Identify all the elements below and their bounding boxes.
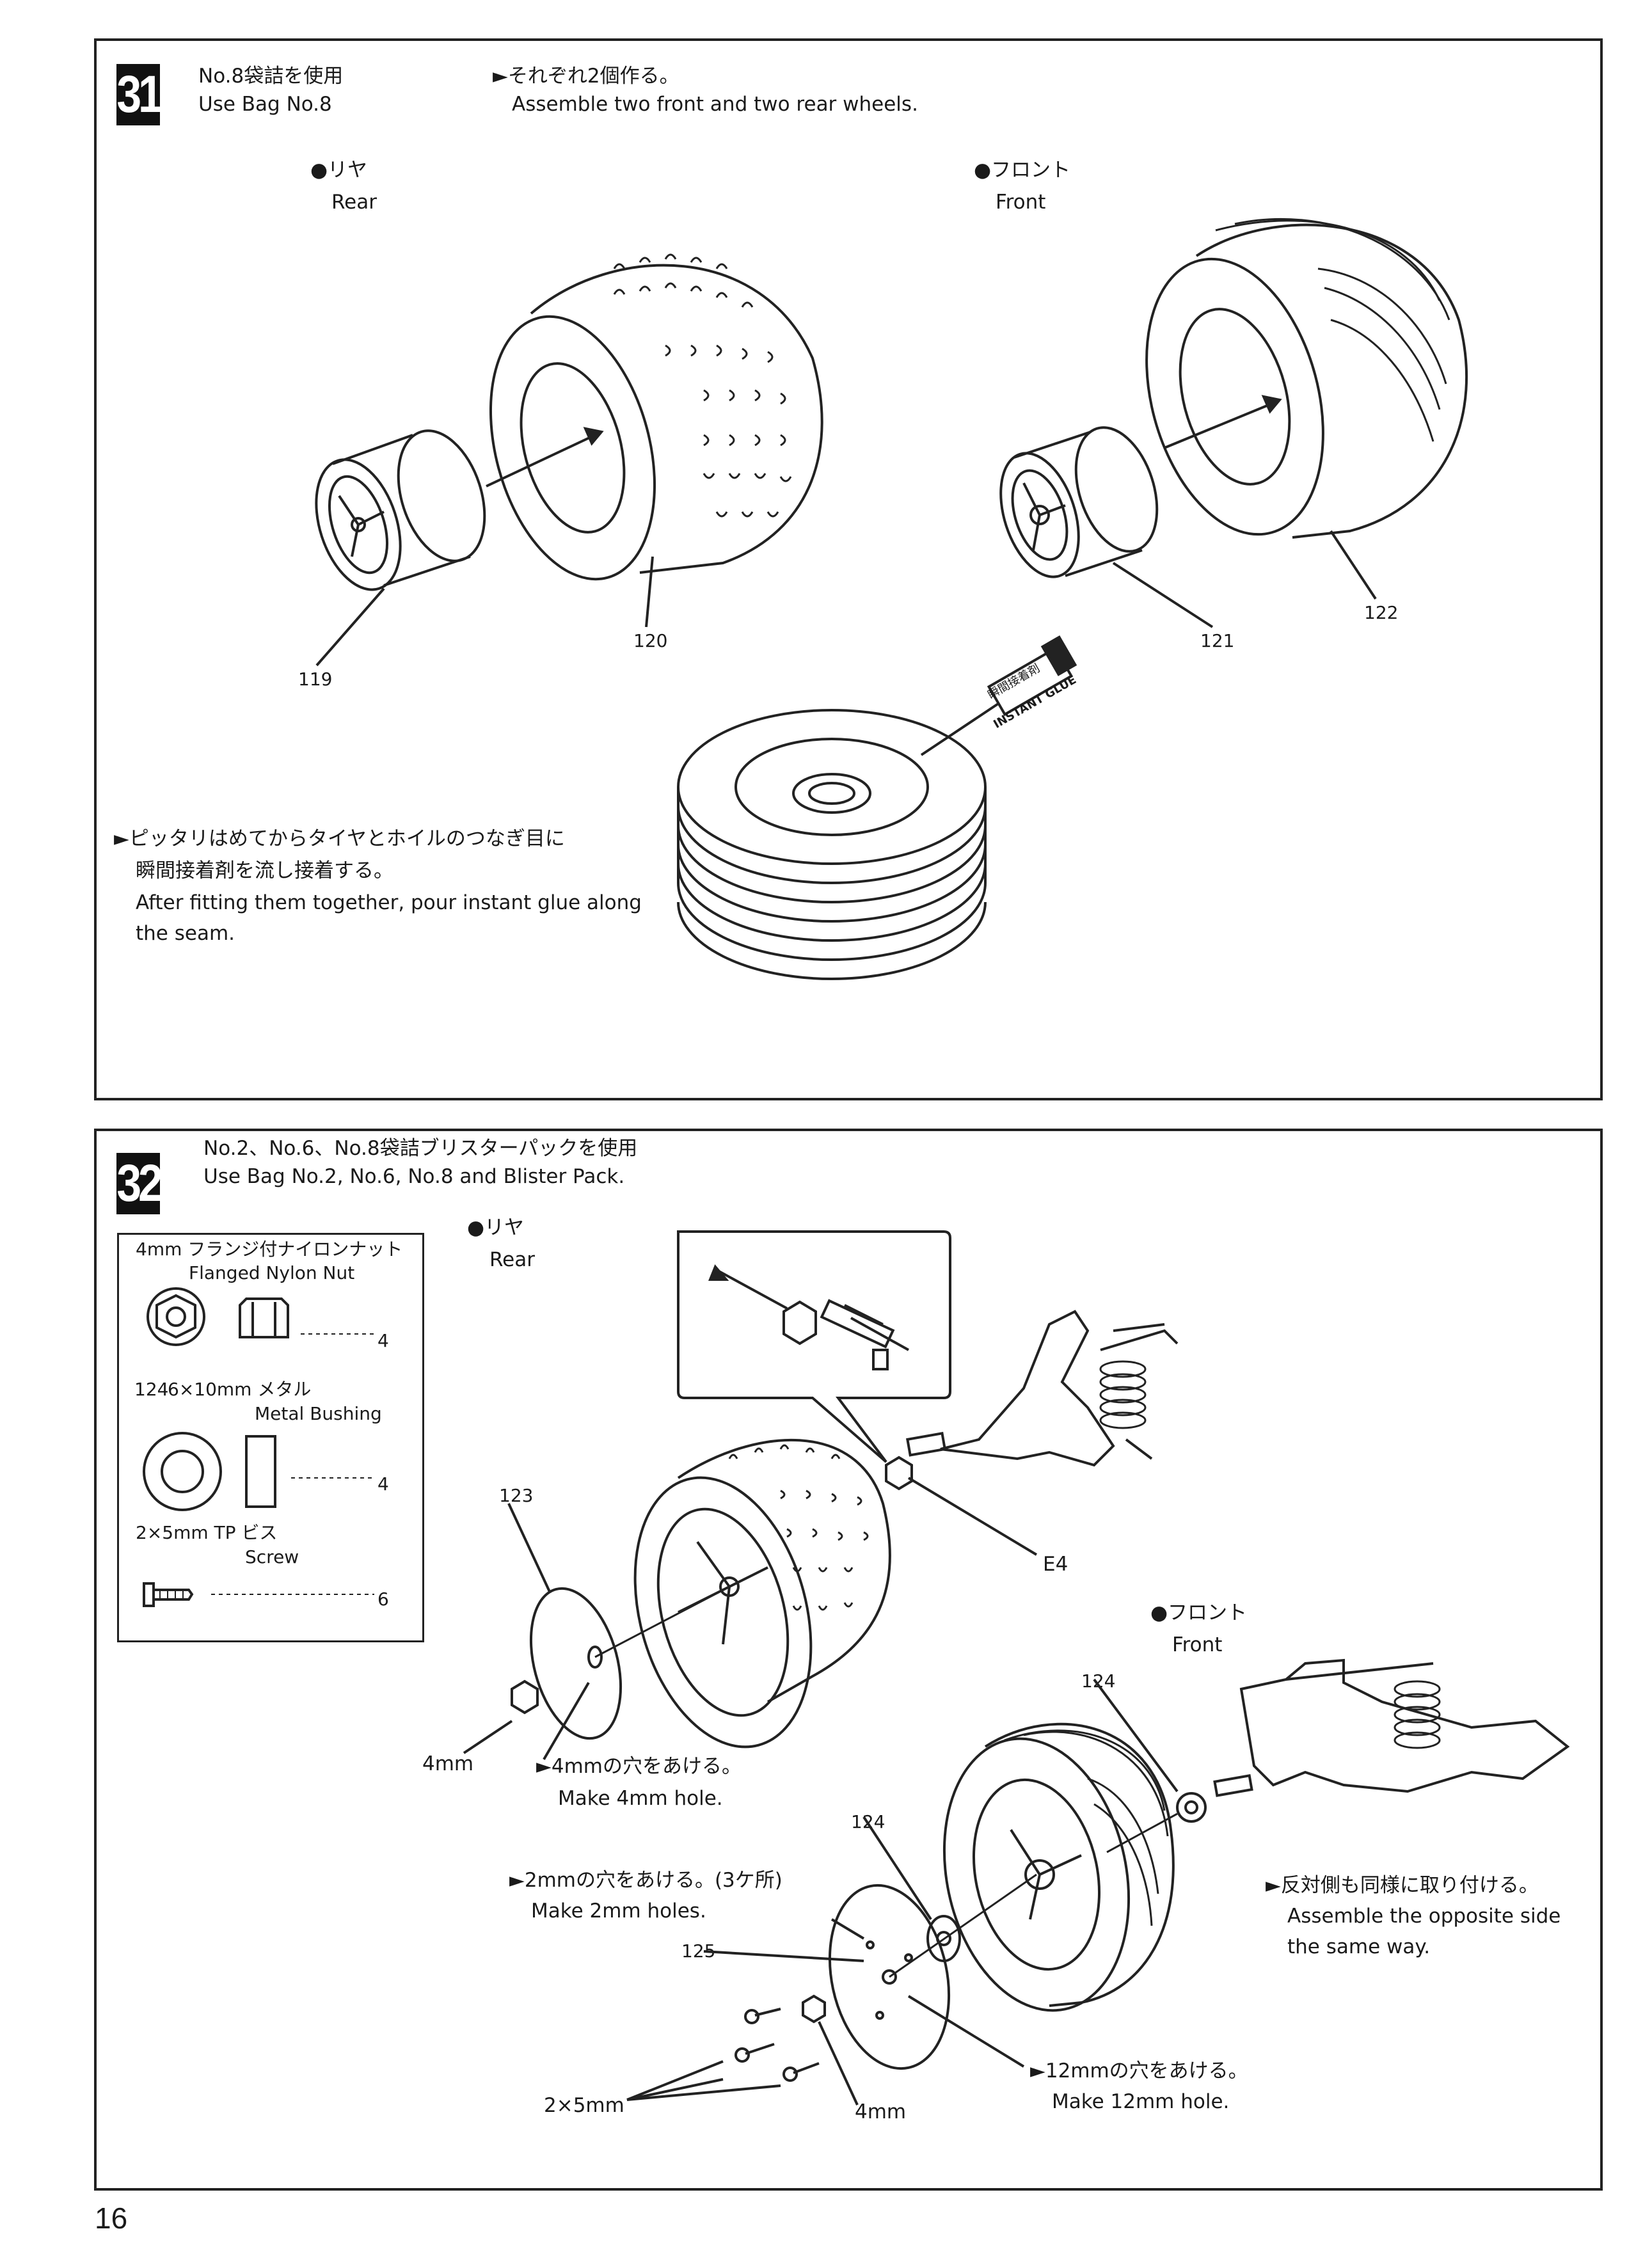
hole4-note-en: Make 4mm hole. — [558, 1787, 723, 1810]
opposite-note-jp: ►反対側も同様に取り付ける。 — [1266, 1874, 1539, 1897]
step32-bag-en: Use Bag No.2, No.6, No.8 and Blister Pac… — [203, 1165, 625, 1188]
hole4-note-jp: ►4mmの穴をあける。 — [536, 1755, 742, 1778]
rear-tire-drawing — [486, 253, 823, 581]
screw-name-en: Screw — [245, 1546, 299, 1567]
glue-note-en-2: the seam. — [136, 922, 235, 945]
hole2-note-jp: ►2mmの穴をあける。(3ケ所) — [509, 1869, 782, 1892]
rear-wheel-drawing — [463, 1438, 891, 1761]
rear-suspension-drawing — [885, 1310, 1179, 1556]
nut-detail-callout — [677, 1230, 951, 1463]
part-callout-123: 123 — [499, 1485, 534, 1506]
step31-front-jp: ●フロント — [974, 159, 1071, 182]
step-32-panel — [94, 1129, 1603, 2191]
step31-rear-jp: ●リヤ — [310, 159, 368, 182]
glue-note-jp-2: 瞬間接着剤を流し接着する。 — [136, 859, 393, 882]
step-number-badge: 31 — [116, 64, 163, 125]
step32-rear-jp: ●リヤ — [467, 1216, 525, 1239]
part-callout-119: 119 — [298, 669, 333, 690]
page-number: 16 — [95, 2202, 128, 2235]
front-suspension-drawing — [1176, 1658, 1570, 1823]
label-4mm-hub: 4mm — [855, 2100, 907, 2123]
nut-qty: 4 — [377, 1330, 389, 1351]
flanged-nut-icon — [147, 1287, 374, 1346]
step32-front-jp: ●フロント — [1150, 1601, 1248, 1624]
bushing-name-jp: 6×10mm メタル — [168, 1379, 312, 1400]
metal-bushing-icon — [143, 1432, 374, 1511]
step-31-panel — [94, 38, 1603, 1100]
label-2x5mm: 2×5mm — [544, 2094, 624, 2117]
label-4mm-nut: 4mm — [422, 1752, 474, 1775]
front-rim-drawing — [999, 426, 1159, 578]
step31-front-en: Front — [996, 191, 1046, 214]
front-wheel-drawing — [626, 1678, 1179, 2106]
step32-rear-en: Rear — [489, 1248, 535, 1271]
screw-icon — [143, 1582, 374, 1607]
opposite-note-en-2: the same way. — [1287, 1935, 1431, 1958]
bushing-qty: 4 — [377, 1473, 389, 1495]
opposite-note-en-1: Assemble the opposite side — [1287, 1905, 1561, 1928]
step-number-badge-32: 32 — [116, 1153, 163, 1214]
glue-note-jp-1: ►ピッタリはめてからタイヤとホイルのつなぎ目に — [114, 827, 565, 850]
label-e4: E4 — [1043, 1553, 1068, 1576]
nut-name-en: Flanged Nylon Nut — [189, 1262, 355, 1283]
step31-rear-en: Rear — [331, 191, 377, 214]
step31-bag-jp: No.8袋詰を使用 — [198, 65, 344, 88]
step31-instruction-en: Assemble two front and two rear wheels. — [512, 93, 918, 116]
part-callout-124-front: 124 — [1081, 1670, 1116, 1692]
hole12-note-jp: ►12mmの穴をあける。 — [1030, 2059, 1248, 2082]
hole2-note-en: Make 2mm holes. — [531, 1900, 706, 1923]
hole12-note-en: Make 12mm hole. — [1052, 2090, 1230, 2113]
part-callout-120: 120 — [633, 630, 668, 651]
step31-instruction-jp: ►それぞれ2個作る。 — [493, 65, 679, 88]
nut-name-jp: 4mm フランジ付ナイロンナット — [136, 1239, 403, 1260]
front-tire-drawing — [1145, 218, 1468, 539]
bushing-num: 124 — [134, 1379, 169, 1400]
glued-wheel-drawing — [677, 635, 1077, 980]
bushing-name-en: Metal Bushing — [255, 1403, 382, 1424]
screw-name-jp: 2×5mm TP ビス — [136, 1522, 278, 1543]
rear-rim-drawing — [315, 429, 486, 591]
glue-note-en-1: After fitting them together, pour instan… — [136, 891, 642, 914]
step31-bag-en: Use Bag No.8 — [198, 93, 332, 116]
screw-qty: 6 — [377, 1589, 389, 1610]
part-callout-122: 122 — [1364, 602, 1399, 623]
part-callout-121: 121 — [1200, 630, 1235, 651]
step32-bag-jp: No.2、No.6、No.8袋詰ブリスターパックを使用 — [203, 1137, 638, 1160]
step32-front-en: Front — [1172, 1633, 1223, 1656]
